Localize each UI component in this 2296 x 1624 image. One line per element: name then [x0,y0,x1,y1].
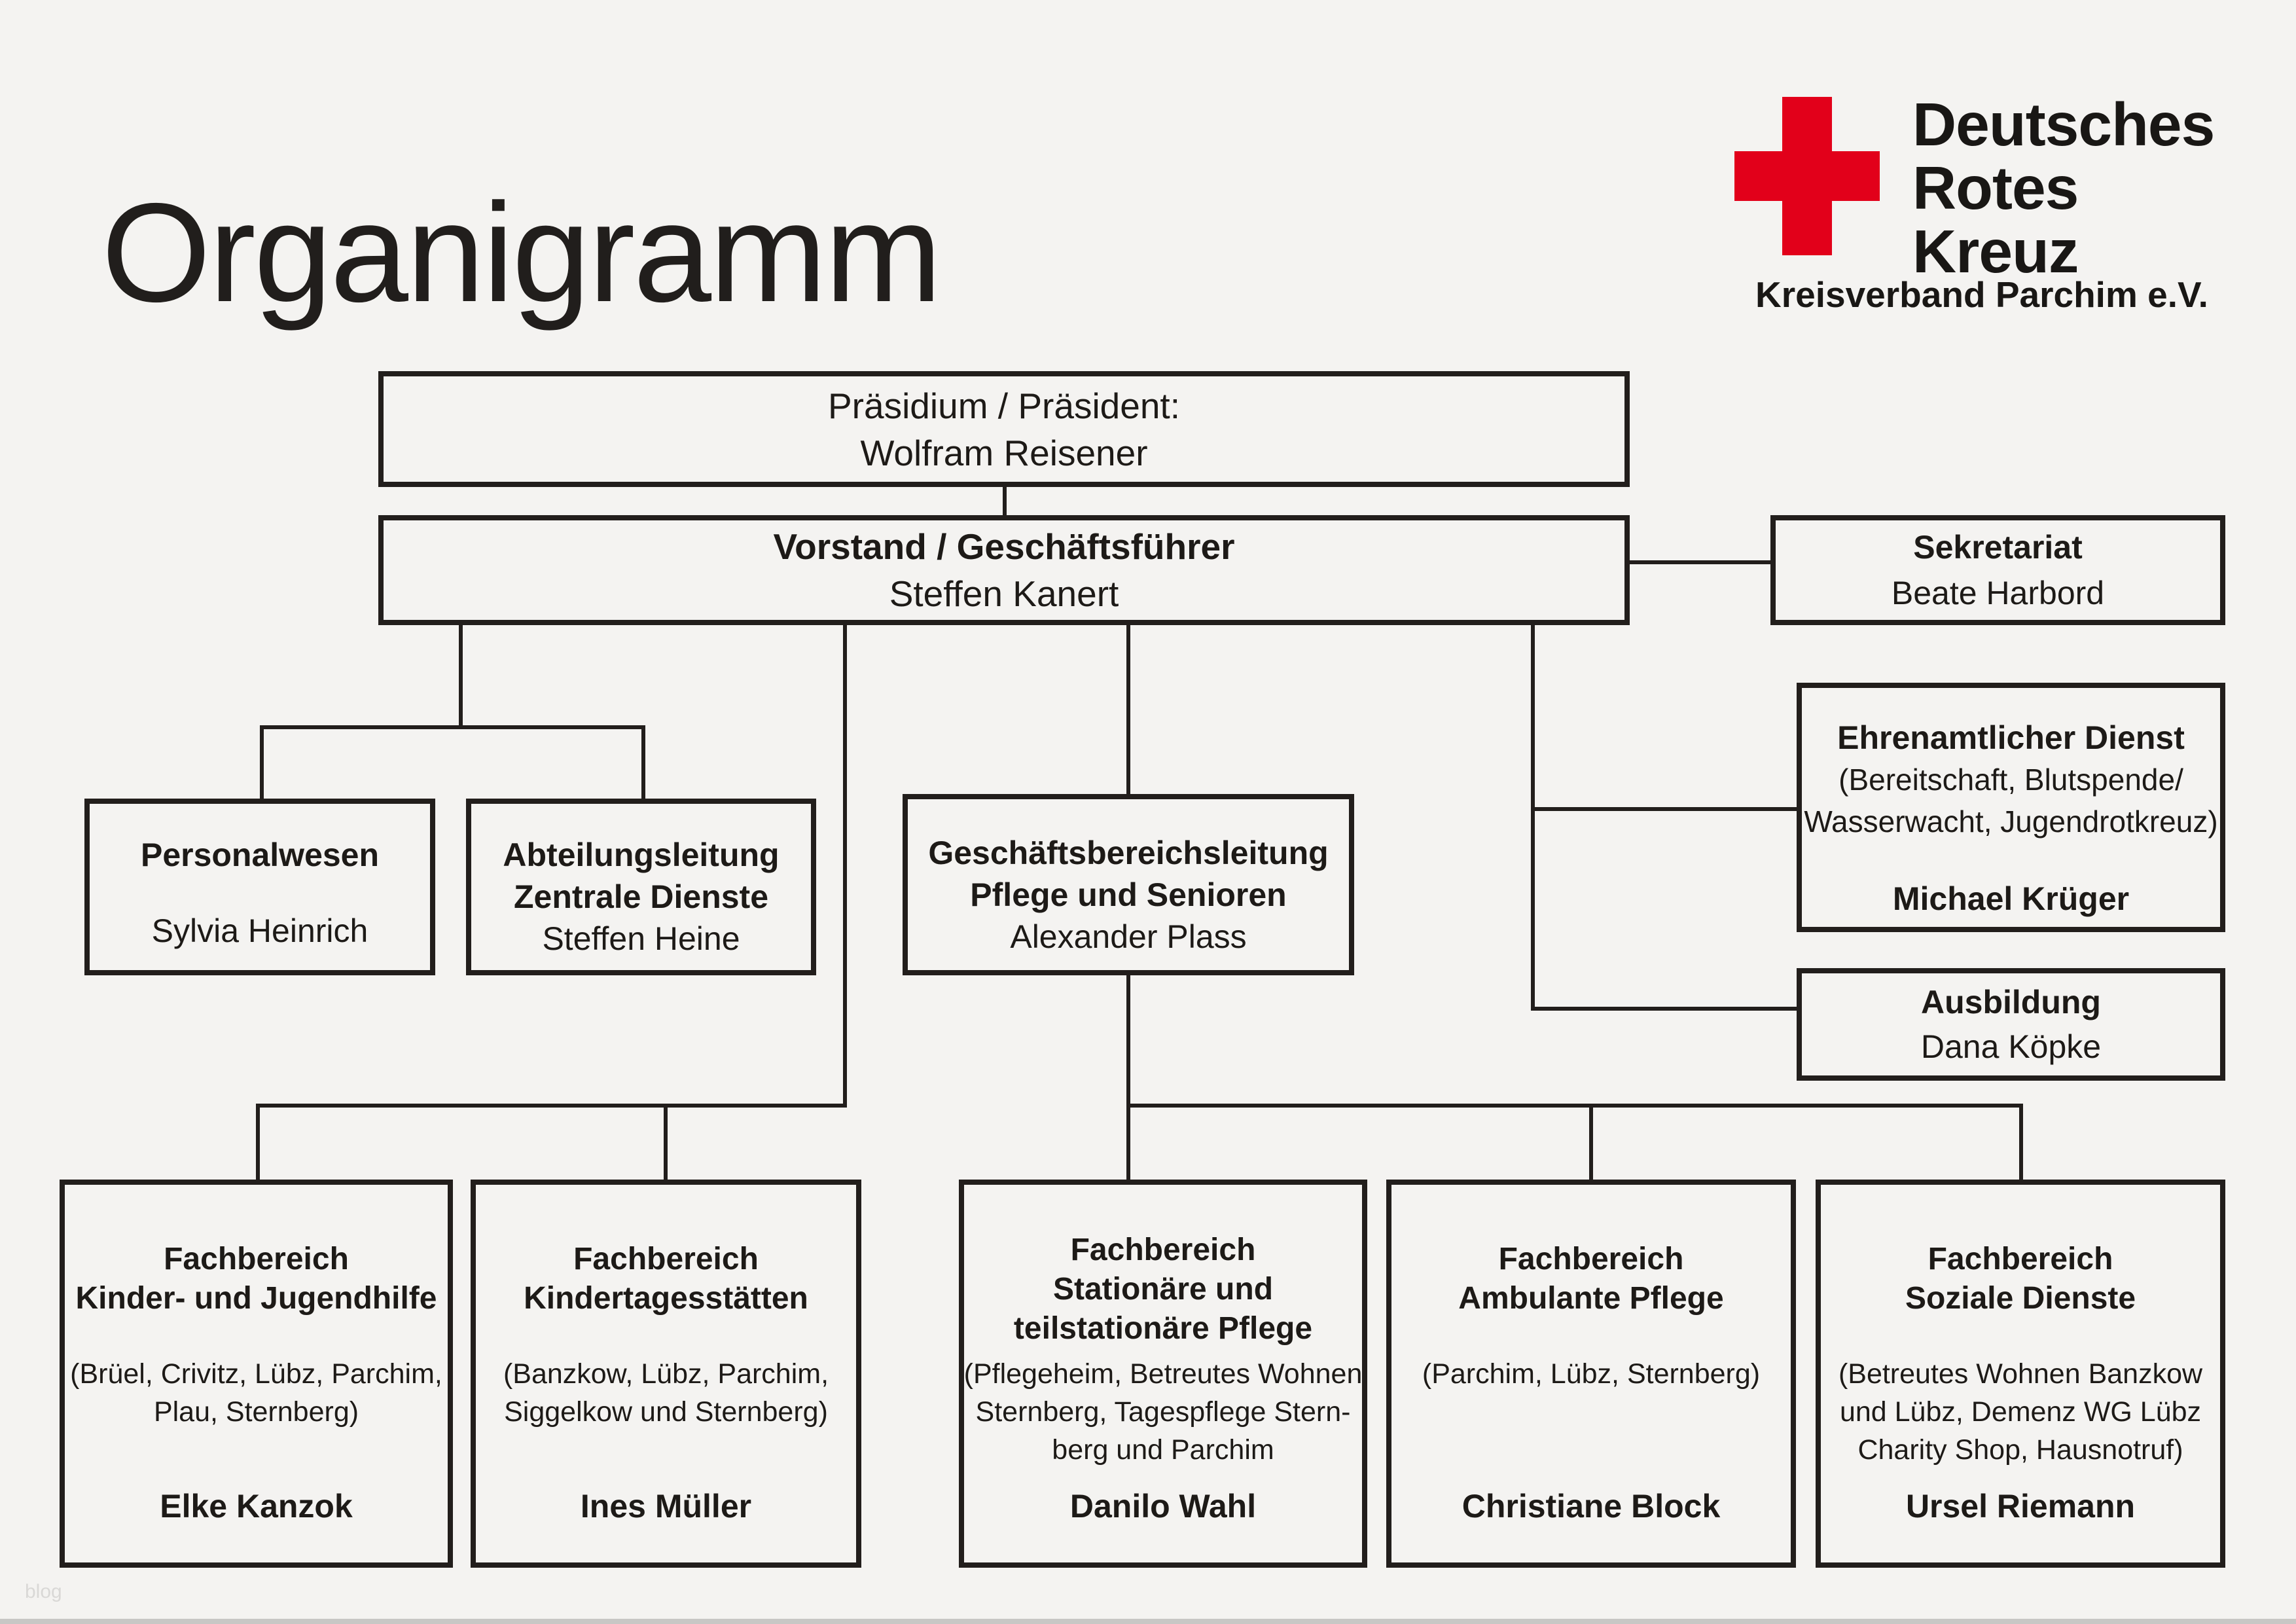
node-title: Fachbereich [1498,1242,1684,1276]
connector-praesidium-vorstand [1003,486,1007,518]
node-person: Elke Kanzok [160,1488,353,1525]
node-detail: Charity Shop, Hausnotruf) [1857,1434,2183,1466]
node-fachbereich-kinder-jugendhilfe: Fachbereich Kinder- und Jugendhilfe (Brü… [60,1180,453,1568]
connector-bottom-right-crossbar [1126,1104,2023,1108]
connector-left-crossbar [260,725,645,729]
node-personalwesen: Personalwesen Sylvia Heinrich [84,799,435,975]
page-title: Organigramm [101,173,942,331]
connector-vorstand-gbl [1126,623,1130,797]
connector-drop-ambulante-pflege [1589,1104,1593,1182]
node-subtitle: Stationäre und [1052,1272,1274,1307]
node-fachbereich-stationaere-pflege: Fachbereich Stationäre und teilstationär… [959,1180,1367,1568]
logo-subtitle: Kreisverband Parchim e.V. [1755,274,2208,315]
connector-drop-kindertagesstaetten [664,1104,668,1182]
node-detail: (Brüel, Crivitz, Lübz, Parchim, [70,1358,442,1390]
node-subtitle: Soziale Dienste [1905,1281,2136,1316]
node-title: Ausbildung [1921,984,2101,1020]
bottom-edge-strip [0,1619,2296,1624]
connector-vorstand-right-stem [1531,623,1535,1011]
node-fachbereich-kindertagesstaetten: Fachbereich Kindertagesstätten (Banzkow,… [471,1180,861,1568]
node-subtitle: Pflege und Senioren [970,876,1287,913]
node-ausbildung: Ausbildung Dana Köpke [1797,968,2225,1081]
connector-vorstand-long-stem [843,623,847,1108]
node-person: Wolfram Reisener [860,432,1148,473]
node-person: Michael Krüger [1892,880,2130,917]
node-subtitle: Zentrale Dienste [513,878,768,915]
node-zentrale-dienste: Abteilungsleitung Zentrale Dienste Steff… [466,799,816,975]
node-person: Beate Harbord [1891,575,2105,611]
node-person: Ines Müller [580,1488,752,1525]
node-detail: Sternberg, Tagespflege Stern- [975,1396,1351,1428]
node-person: Dana Köpke [1920,1028,2102,1065]
node-title: Sekretariat [1913,529,2083,566]
node-person: Ursel Riemann [1905,1488,2136,1525]
watermark: blog [25,1581,62,1602]
drk-logo: Deutsches Rotes Kreuz Kreisverband Parch… [1734,93,2232,322]
red-cross-horizontal-bar [1734,151,1880,201]
node-detail: und Lübz, Demenz WG Lübz [1839,1396,2202,1428]
connector-gbl-bottom-stem [1126,973,1130,1182]
node-praesidium: Präsidium / Präsident: Wolfram Reisener [378,371,1630,487]
node-subtitle: teilstationäre Pflege [1013,1311,1313,1346]
node-fachbereich-soziale-dienste: Fachbereich Soziale Dienste (Betreutes W… [1816,1180,2225,1568]
node-person: Christiane Block [1462,1488,1721,1525]
node-detail: berg und Parchim [1052,1434,1274,1466]
node-title: Präsidium / Präsident: [828,385,1180,426]
node-detail: Wasserwacht, Jugendrotkreuz) [1804,804,2218,839]
node-person: Steffen Kanert [889,573,1119,614]
node-title: Fachbereich [573,1242,759,1276]
connector-drop-kinder-jugendhilfe [256,1104,260,1182]
node-person: Sylvia Heinrich [151,912,368,949]
node-geschaeftsbereichsleitung: Geschäftsbereichsleitung Pflege und Seni… [903,794,1354,975]
red-cross-icon [1734,97,1880,255]
node-sekretariat: Sekretariat Beate Harbord [1770,515,2225,625]
connector-to-ausbildung [1531,1007,1799,1011]
node-subtitle: Kindertagesstätten [524,1281,808,1316]
node-title: Personalwesen [140,837,380,873]
node-detail: (Pflegeheim, Betreutes Wohnen [963,1358,1363,1390]
node-title: Fachbereich [1928,1242,2113,1276]
node-person: Danilo Wahl [1069,1488,1257,1525]
connector-drop-zentrale-dienste [641,725,645,801]
logo-line-2: Rotes [1912,154,2079,222]
node-detail: (Parchim, Lübz, Sternberg) [1422,1358,1761,1390]
node-ehrenamtlicher-dienst: Ehrenamtlicher Dienst (Bereitschaft, Blu… [1797,683,2225,932]
logo-line-1: Deutsches [1912,90,2215,158]
node-title: Fachbereich [1070,1233,1256,1267]
node-subtitle: Kinder- und Jugendhilfe [75,1281,437,1316]
node-title: Abteilungsleitung [503,837,780,873]
node-detail: (Bereitschaft, Blutspende/ [1839,763,2183,797]
node-title: Vorstand / Geschäftsführer [773,526,1235,567]
node-detail: (Betreutes Wohnen Banzkow [1838,1358,2203,1390]
node-detail: Siggelkow und Sternberg) [504,1396,828,1428]
node-detail: (Banzkow, Lübz, Parchim, [503,1358,829,1390]
node-detail: Plau, Sternberg) [153,1396,359,1428]
connector-bottom-left-crossbar [256,1104,847,1108]
logo-wordmark: Deutsches Rotes Kreuz [1912,90,2215,285]
connector-to-ehrenamtlicher-dienst [1531,807,1799,811]
node-title: Geschäftsbereichsleitung [928,835,1329,871]
connector-drop-soziale-dienste [2019,1104,2023,1182]
connector-vorstand-left-stem [459,623,463,729]
connector-drop-personalwesen [260,725,264,801]
node-person: Alexander Plass [1010,918,1247,955]
node-vorstand: Vorstand / Geschäftsführer Steffen Kaner… [378,515,1630,625]
connector-vorstand-sekretariat [1627,560,1772,564]
node-title: Fachbereich [164,1242,349,1276]
node-title: Ehrenamtlicher Dienst [1837,719,2185,756]
node-person: Steffen Heine [542,920,740,957]
logo-line-3: Kreuz [1912,217,2079,285]
node-fachbereich-ambulante-pflege: Fachbereich Ambulante Pflege (Parchim, L… [1386,1180,1796,1568]
node-subtitle: Ambulante Pflege [1458,1281,1724,1316]
